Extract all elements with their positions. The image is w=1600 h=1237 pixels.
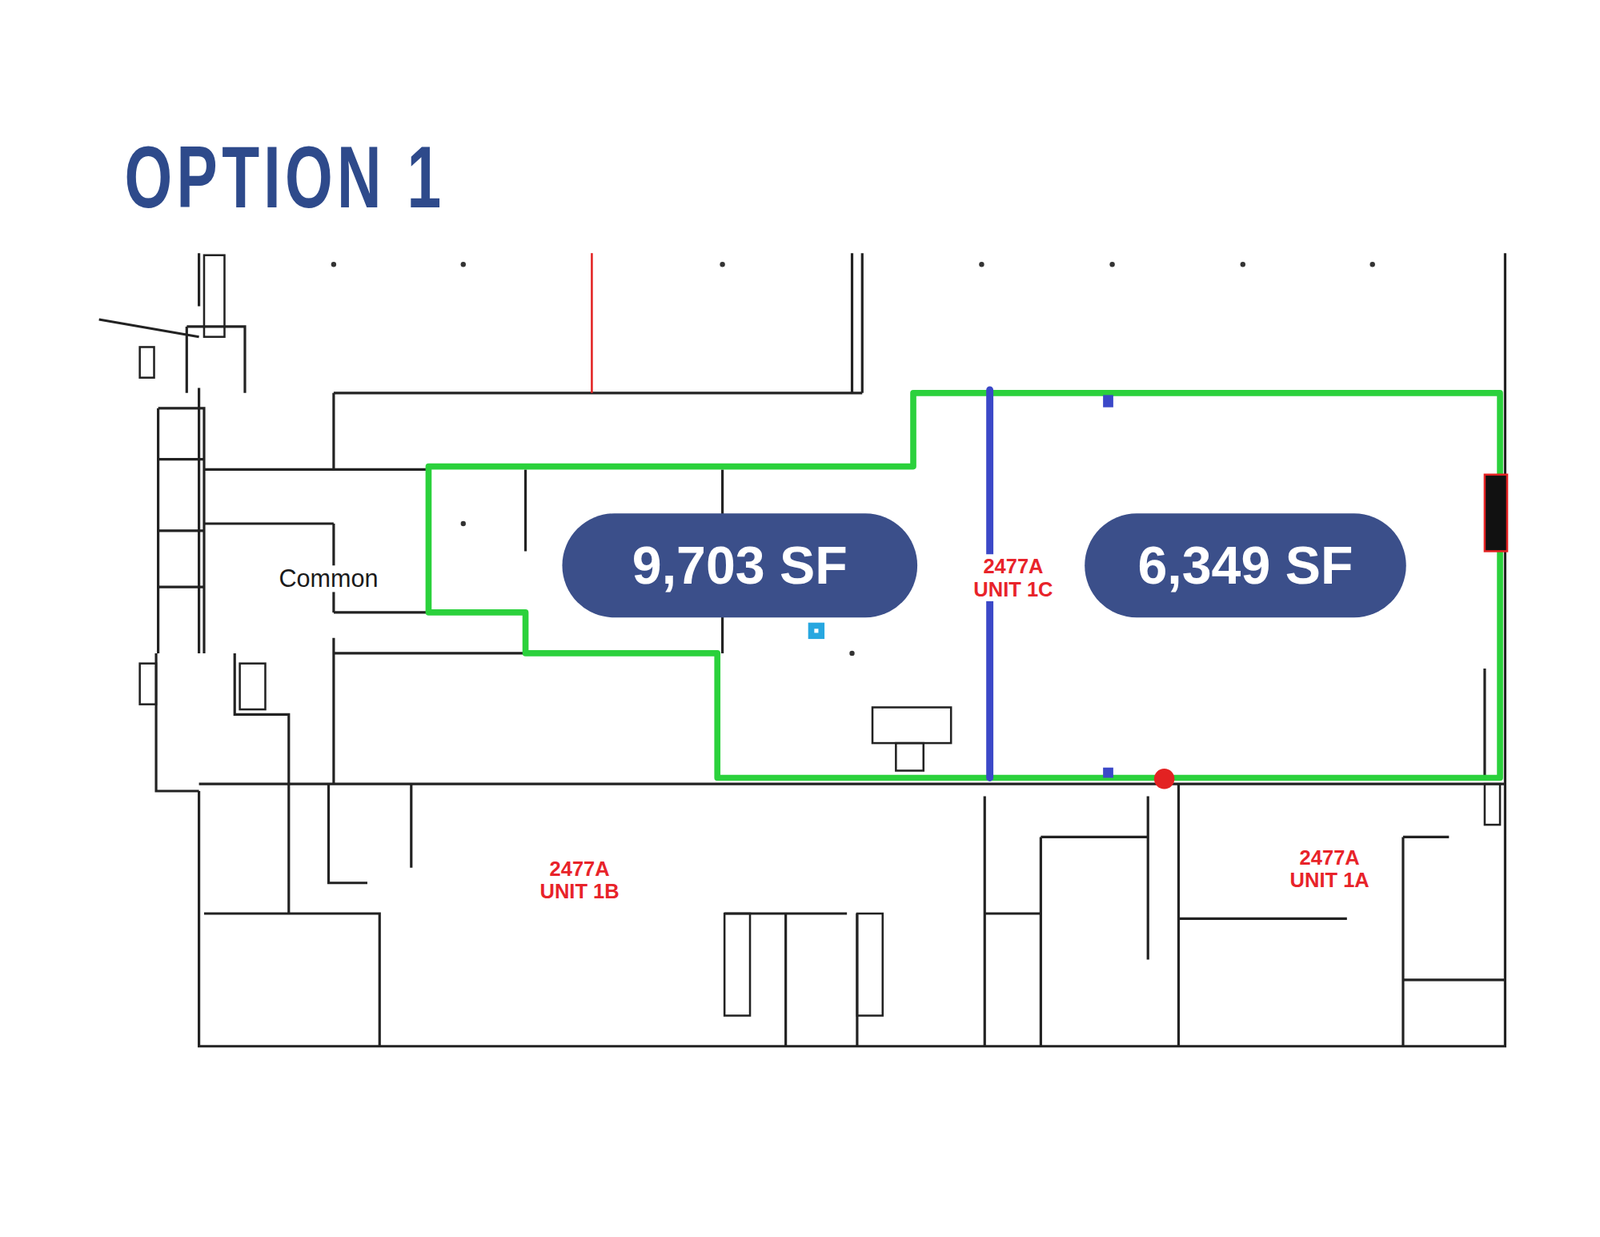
split-marker [1102,767,1114,778]
column-dot [461,261,466,267]
column-dot [461,521,466,526]
blue-marker [808,622,825,639]
column-dot [978,261,984,267]
stair [724,913,750,1015]
unit-label: 2477A UNIT 1B [531,856,628,904]
column-dot [719,261,725,267]
stair [240,663,266,710]
column-dot [331,261,337,267]
stairs [140,255,1500,1016]
stair [872,706,951,743]
blue-marker-center [814,628,819,633]
column-dot [1370,261,1376,267]
option-outline [428,392,1500,778]
area-text: 6,349 SF [1137,534,1353,596]
unit-label: 2477A UNIT 1A [1281,845,1378,893]
column-dot [1109,261,1115,267]
area-pill: 9,703 SF [561,513,918,618]
stair [204,255,225,337]
red-marker [1154,768,1175,789]
split-marker [1102,394,1114,407]
page-title: OPTION 1 [124,132,446,221]
stair [895,742,923,770]
stair [140,663,157,705]
column-dot [849,650,855,656]
red-partition [590,252,594,393]
door-block [1484,474,1508,552]
stair [1484,783,1500,825]
stair [857,913,883,1015]
stair [140,346,155,377]
area-text: 9,703 SF [632,534,848,596]
walls [99,252,1506,1047]
unit-label: 2477A UNIT 1C [965,553,1062,602]
area-pill: 6,349 SF [1084,513,1407,618]
area-label: Common [276,565,381,593]
column-dot [1240,261,1246,267]
